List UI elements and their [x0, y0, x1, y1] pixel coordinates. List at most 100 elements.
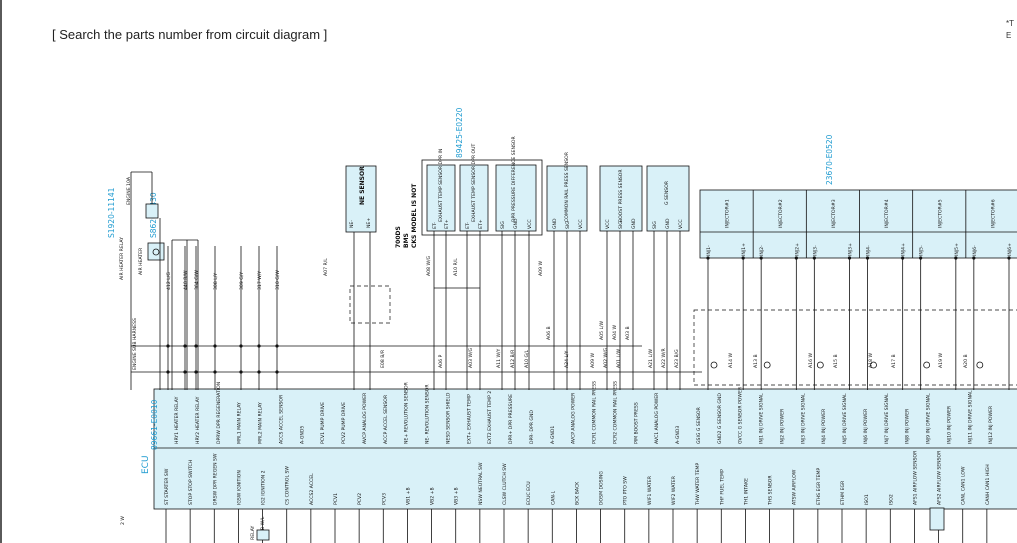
ecu-pin-label: INJ4 INJ POWER — [821, 408, 827, 444]
sensor-cluster-frame — [421, 159, 543, 236]
wire-label: A03 W/G — [468, 347, 474, 368]
sensor-pin-label: ET+ — [444, 219, 450, 229]
wire-label: A04 W — [612, 325, 618, 340]
sensor-pin-label: VCC — [605, 219, 611, 229]
sensor-pin-label: SIG — [652, 221, 658, 229]
ecu-pin-label: CANH CAN1 HIGH — [985, 464, 991, 505]
ecu-pin-label: A-GND1 — [550, 426, 556, 444]
ecu-pin-label: A-GND5 — [299, 426, 305, 444]
ecu-pin-label: AVCP ANALOG POWER — [571, 392, 577, 444]
ecu-pin-label: INJ3 INJ DRIVE SIGNAL — [800, 393, 806, 444]
ecu-pin-label: AVCP ANALOG POWER — [362, 392, 368, 444]
wire-label: 309 G/Y — [239, 272, 245, 290]
injector-label: INJECTOR#5 — [937, 199, 943, 228]
injector-pin: INJ2- — [759, 245, 765, 256]
wire-label: 440 R/W — [183, 270, 189, 290]
injector-pin: INJ6+ — [1007, 243, 1013, 256]
bottom-label: B W/L — [260, 516, 266, 530]
ecu-pin-label: ECUC ECU — [526, 481, 532, 505]
ecu-pin-label: INJ6 INJ POWER — [863, 408, 869, 444]
injector-label: INJECTOR#3 — [831, 199, 837, 228]
ecu-block — [153, 388, 1017, 510]
wire-label: A10 G/L — [524, 349, 530, 368]
ecu-pin-label: GVCC G SENSOR POWER — [738, 386, 744, 444]
ecu-pin-label: INJ7 INJ DRIVE SIGNAL — [884, 393, 890, 444]
injector-pin: INJ3- — [812, 245, 818, 256]
injector-pin: INJ6- — [972, 245, 978, 256]
wire-label: A19 W — [938, 353, 944, 368]
ne-sensor-title: NE SENSOR — [359, 166, 366, 205]
wire-label: A09 W — [538, 261, 544, 276]
ecu-pin-label: INJ8 INJ POWER — [905, 408, 911, 444]
part-number-air-heater-relay[interactable]: S1920-11141 — [107, 187, 116, 238]
ecu-pin-label: ETHM EGR — [840, 480, 846, 505]
wire-label: A15 B — [833, 354, 839, 368]
g-sensor-title: G SENSOR — [664, 180, 670, 205]
ecu-pin-label: CAN-L — [550, 491, 556, 505]
sensor-pin-label: SIG — [618, 221, 624, 229]
exhaust-temp-up-box — [426, 164, 456, 232]
ne-sensor-pin: NE+ — [366, 218, 372, 228]
part-number-injector-group[interactable]: 23670-E0520 — [825, 134, 834, 185]
ecu-pin-label: EXT2 EXHAUST TEMP 2 — [487, 391, 493, 444]
wire-label: A12 B/R — [510, 349, 516, 368]
ecu-pin-label: PCR1 COMMON RAIL PRESS — [592, 381, 598, 444]
exhaust-temp-down-title: EXHAUST TEMP SENSOR DPR OUT — [471, 144, 477, 222]
ecu-label: ECU — [141, 455, 151, 474]
ecu-pin-label: PCV1 — [333, 493, 339, 505]
ecu-pin-label: CLSW CLUTCH SW — [502, 463, 508, 505]
ecu-pin-label: ACCS ACCEL SENSOR — [278, 394, 284, 444]
fuse-label: ENGINE 10A — [126, 176, 132, 205]
ecu-pin-label: DPR- DPR GND — [529, 410, 535, 444]
ecu-pin-label: VB2 +B — [430, 487, 436, 505]
ecu-pin-label: PCV1 PUMP DRIVE — [320, 402, 326, 444]
ecu-pin-label: INJ10 INJ POWER — [946, 405, 952, 444]
injector-pin: INJ5- — [919, 245, 925, 256]
corner-note: *T E — [1006, 18, 1014, 42]
bottom-label: 2 W — [120, 516, 126, 525]
air-heater-label: AIR HEATER — [138, 247, 144, 275]
injector-label: INJECTOR#6 — [990, 199, 996, 228]
ecu-pin-label: PCV2 — [357, 493, 363, 505]
ecu-pin-label: INJ9 INJ DRIVE SIGNAL — [926, 393, 932, 444]
air-heater-relay-label: AIR HEATER RELAY — [119, 237, 125, 280]
ecu-pin-label: WIF2 WATER — [671, 475, 677, 505]
boost-sensor-title: BOOST PRESS SENSOR — [618, 169, 624, 222]
ecu-pin-label: NSW NEUTRAL SW — [478, 462, 484, 505]
model-note: CKS MODEL IS NOT — [411, 183, 418, 248]
dpr-pressure-title: DPR PRESSURE DIFFERENCE SENSOR — [511, 135, 517, 222]
sensor-pin-label: VCC — [578, 219, 584, 229]
wire-label: A03 B — [625, 326, 631, 340]
wire-label: A21 L/W — [648, 348, 654, 368]
ecu-pin-label: ST STARTER SW — [164, 468, 170, 505]
sensor-pin-label: GND — [552, 218, 558, 229]
ecu-pin-label: DPR+ DPR PRESSURE — [508, 394, 514, 444]
ecu-pin-label: A-GND3 — [675, 426, 681, 444]
ecu-pin-label: PIM BOOST PRESS — [633, 402, 639, 444]
ecu-pin-label: HRY1 HEATER RELAY — [174, 396, 180, 444]
wire-label: 412 L/G — [166, 272, 172, 290]
ecu-pin-label: ETHS EGR TEMP — [816, 468, 822, 505]
injector-pin: INJ1- — [706, 245, 712, 256]
ecu-pin-label: BCK BACK — [574, 481, 580, 505]
ecu-pin-label: DOSM DOSING — [599, 471, 605, 505]
ecu-pin-label: VB1 +B — [405, 487, 411, 505]
part-number-ecu[interactable]: 89661-E0010 — [150, 399, 159, 450]
wire-label: A10 R/L — [453, 258, 459, 276]
wire-label: 364 G/W — [194, 270, 200, 290]
ecu-pin-label: ATSW AIRFLOW — [792, 469, 798, 505]
wire-label: 317 W/Y — [257, 271, 263, 290]
g-sensor-box — [646, 165, 690, 232]
wire-label: A18 W — [868, 353, 874, 368]
part-number-exhaust-temp[interactable]: 89425-E0220 — [455, 107, 464, 158]
ecu-pin-label: INJ2 INJ POWER — [779, 408, 785, 444]
ecu-pin-label: NESD SENSOR SHIELD — [445, 392, 451, 444]
sensor-pin-label: ET- — [465, 222, 471, 229]
injector-label: INJECTOR#2 — [778, 199, 784, 228]
wire-label: A20 B — [963, 354, 969, 368]
wire-label: A09 W — [590, 353, 596, 368]
sensor-pin-label: SIG — [500, 221, 506, 229]
wire-label: A23 B/G — [674, 349, 680, 368]
injector-label: INJECTOR#4 — [884, 199, 890, 228]
injector-pin: INJ1+ — [741, 243, 747, 256]
